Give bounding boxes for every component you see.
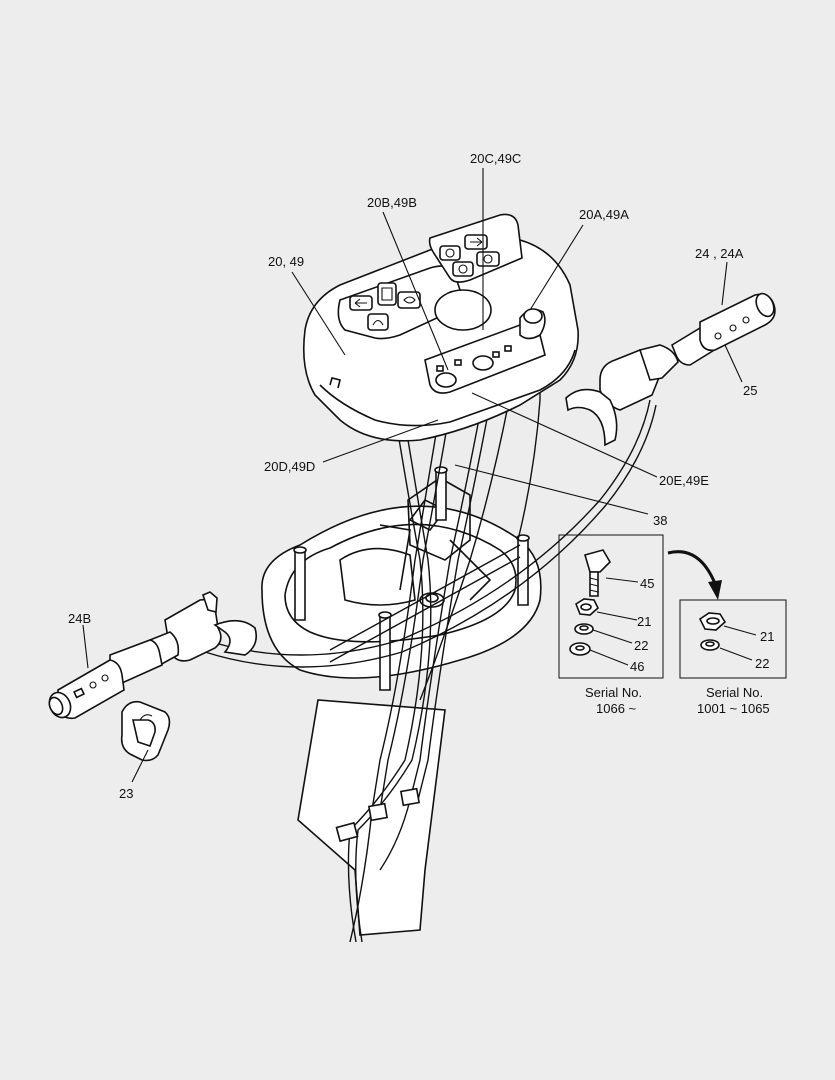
callout-20A-49A: 20A,49A [579,207,629,222]
callout-labels: 20C,49C 20B,49B 20A,49A 20, 49 24 , 24A … [68,151,774,801]
wire-harness [204,339,657,943]
right-combination-switch [565,292,776,447]
detail-box-serial-1066 [558,534,664,679]
switch-panel-cover [302,213,579,442]
grommet [120,700,171,762]
box1-part-21: 21 [637,614,651,629]
callout-38: 38 [653,513,667,528]
box2-part-22: 22 [755,656,769,671]
box1-serial-title: Serial No. [585,685,642,700]
steering-column [261,477,542,936]
callout-23: 23 [119,786,133,801]
curved-arrow-icon [667,550,722,600]
callout-20E-49E: 20E,49E [659,473,709,488]
callout-24B: 24B [68,611,91,626]
box1-part-45: 45 [640,576,654,591]
box2-serial-range: 1001 ~ 1065 [697,701,770,716]
callout-20C-49C: 20C,49C [470,151,521,166]
box1-part-46: 46 [630,659,644,674]
detail-box-serial-1001-1065 [679,599,787,679]
box2-part-21: 21 [760,629,774,644]
leader-lines [82,168,743,783]
box2-serial-title: Serial No. [706,685,763,700]
callout-20B-49B: 20B,49B [367,195,417,210]
callout-25: 25 [743,383,757,398]
box1-part-22: 22 [634,638,648,653]
box1-serial-range: 1066 ~ [596,701,637,716]
callout-20-49: 20, 49 [268,254,304,269]
left-combination-switch [48,591,258,720]
callout-20D-49D: 20D,49D [264,459,315,474]
callout-24-24A: 24 , 24A [695,246,744,261]
mounting-posts [293,466,530,691]
